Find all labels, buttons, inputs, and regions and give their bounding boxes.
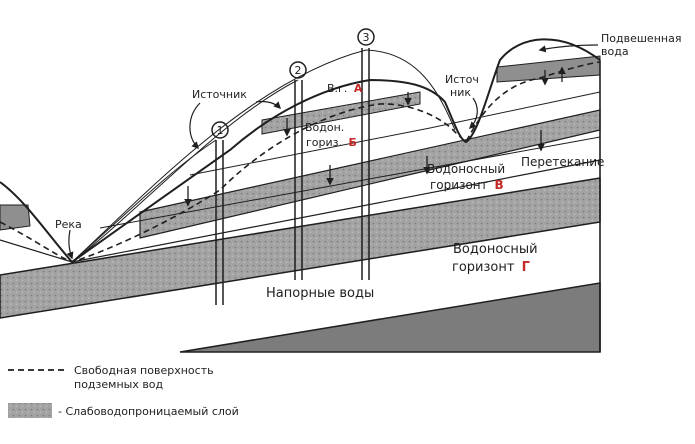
leader-source-left-1 bbox=[189, 102, 201, 150]
free-water-surface bbox=[0, 61, 601, 263]
well-3 bbox=[357, 28, 375, 280]
well-2 bbox=[289, 61, 307, 280]
label-suspended-water-2: вода bbox=[601, 45, 629, 58]
label-aquifer-b-2: гориз. Б bbox=[306, 136, 357, 149]
label-aquifer-v-1: Водоносный bbox=[427, 162, 505, 176]
label-aquifer-g-2: горизонт Г bbox=[452, 260, 530, 275]
label-river: Река bbox=[55, 218, 82, 231]
label-aquifer-g-1: Водоносный bbox=[453, 242, 538, 257]
label-aquifer-v-2: горизонт В bbox=[430, 178, 504, 192]
legend-free-surface-1: Свободная поверхность bbox=[74, 364, 214, 377]
leader-source-left-2 bbox=[255, 100, 282, 110]
label-aquifer-a: В.г. А bbox=[327, 82, 363, 95]
well-number-1: 1 bbox=[217, 124, 224, 137]
label-aquifer-b-1: Водон. bbox=[305, 121, 344, 134]
ground-surface bbox=[0, 38, 601, 264]
piezometric-curve-3 bbox=[71, 49, 456, 263]
leader-source-right bbox=[468, 97, 478, 130]
well-number-2: 2 bbox=[295, 64, 302, 77]
leader-river bbox=[66, 229, 74, 260]
label-leakage: Перетекание bbox=[521, 155, 604, 169]
legend-aquitard-label: - Слабоводопроницаемый слой bbox=[58, 405, 239, 418]
aquitard-right-lens bbox=[496, 55, 601, 83]
label-suspended-water-1: Подвешенная bbox=[601, 32, 681, 45]
piezometric-curve-2 bbox=[71, 79, 299, 263]
layer-line-3 bbox=[189, 91, 601, 176]
bedrock-layer bbox=[179, 282, 601, 353]
legend-aquitard-swatch bbox=[8, 403, 52, 418]
piezometric-curve-1 bbox=[71, 139, 217, 263]
layer-line-2 bbox=[99, 136, 601, 229]
label-source-right-1: Источ bbox=[445, 73, 479, 86]
leader-suspended-water bbox=[538, 44, 599, 53]
aquitard-left-edge bbox=[0, 204, 31, 231]
label-source-right-2: ник bbox=[450, 86, 471, 99]
label-source-left: Источник bbox=[192, 88, 247, 101]
legend-free-surface-2: подземных вод bbox=[74, 378, 164, 391]
well-number-3: 3 bbox=[363, 31, 370, 44]
label-pressure-water: Напорные воды bbox=[266, 286, 374, 301]
